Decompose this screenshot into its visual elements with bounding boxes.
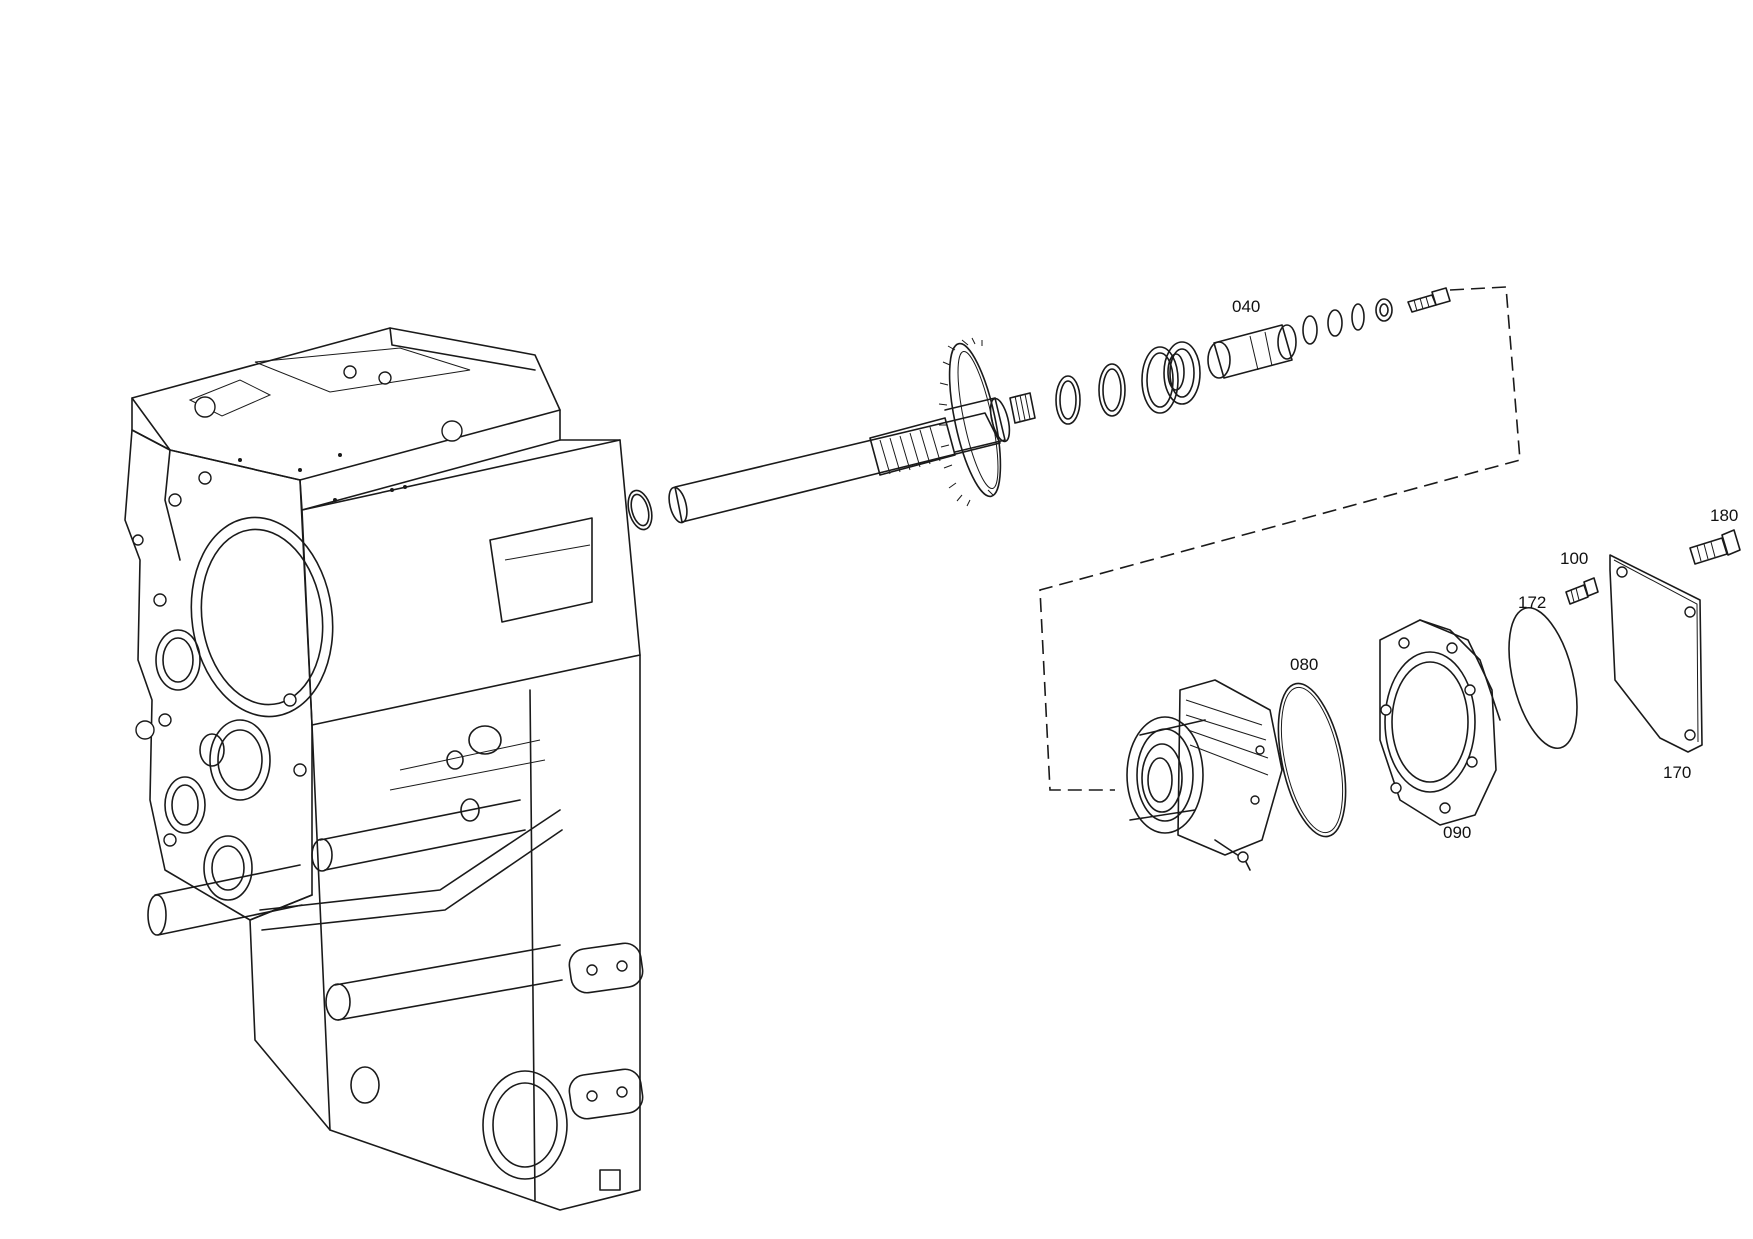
cover-090	[1379, 619, 1501, 826]
callout-090: 090	[1443, 823, 1471, 842]
cover-plate-170	[1609, 554, 1703, 753]
shaft-assembly	[627, 287, 1451, 531]
assembly-leader-line	[1039, 286, 1521, 791]
callout-180: 180	[1710, 506, 1738, 525]
callout-100: 100	[1560, 549, 1588, 568]
seal-ring-172	[1508, 606, 1578, 750]
transmission-housing	[124, 327, 644, 1211]
callout-040: 040	[1232, 297, 1260, 316]
screw-100	[1565, 577, 1599, 605]
o-ring-080	[1277, 682, 1347, 838]
bolt-180	[1689, 529, 1741, 565]
callout-170: 170	[1663, 763, 1691, 782]
pump-unit	[1126, 679, 1283, 871]
callout-080: 080	[1290, 655, 1318, 674]
callout-172: 172	[1518, 593, 1546, 612]
